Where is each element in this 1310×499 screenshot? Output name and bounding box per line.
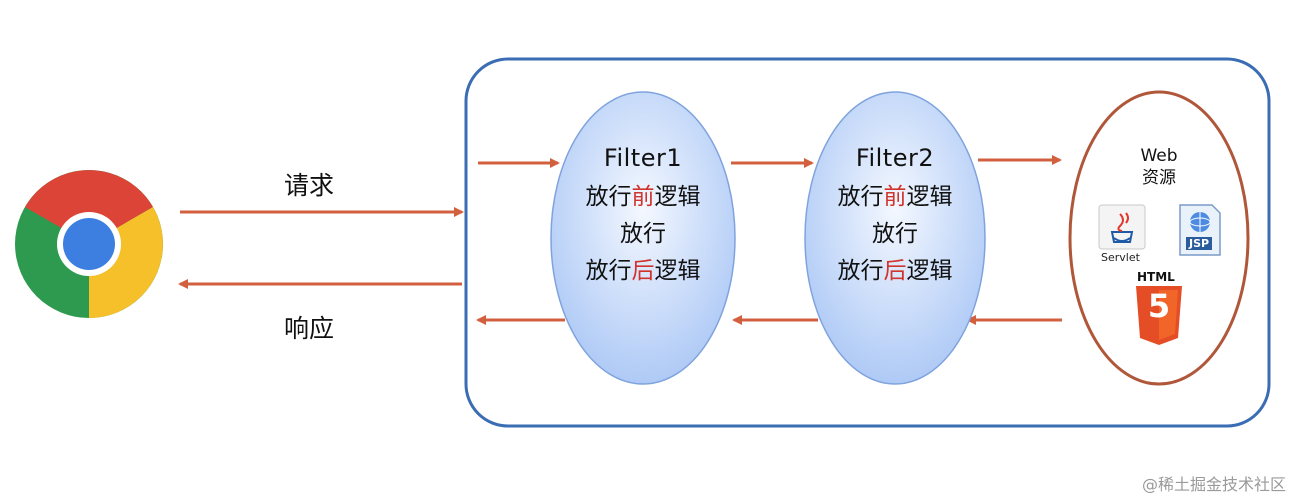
web-resource-ellipse	[1068, 90, 1250, 386]
filter2-text-group: Filter2 放行前逻辑 放行 放行后逻辑	[805, 146, 985, 283]
filter-chain-container	[464, 57, 1271, 428]
html5-icon	[1136, 286, 1182, 345]
filter2-post-logic-a: 放行	[837, 258, 884, 284]
filter1-pre-logic-b: 前	[631, 184, 655, 210]
filter2-post-logic: 放行后逻辑	[805, 260, 985, 283]
filter1-pre-logic: 放行前逻辑	[553, 186, 733, 209]
filter2-pass: 放行	[872, 221, 918, 247]
request-label: 请求	[284, 171, 335, 200]
chrome-browser-icon	[15, 170, 163, 318]
filter1-text-group: Filter1 放行前逻辑 放行 放行后逻辑	[553, 146, 733, 283]
html5-glyph: 5	[1147, 287, 1171, 325]
response-label: 响应	[284, 314, 335, 343]
web-resource-title-line2: 资源	[1142, 168, 1176, 189]
filter1-post-logic-b: 后	[631, 258, 655, 284]
watermark-text: @稀土掘金技术社区	[1142, 475, 1287, 494]
filter1-post-logic: 放行后逻辑	[553, 260, 733, 283]
servlet-caption: Servlet	[1101, 251, 1140, 264]
filter1-pass: 放行	[620, 221, 666, 247]
filter1-title: Filter1	[603, 144, 683, 172]
servlet-java-icon	[1098, 204, 1146, 250]
filter2-pre-logic-b: 前	[883, 184, 907, 210]
jsp-caption: JSP	[1186, 237, 1213, 250]
filter2-pre-logic-a: 放行	[837, 184, 884, 210]
filter2-post-logic-b: 后	[883, 258, 907, 284]
filter2-pre-logic: 放行前逻辑	[805, 186, 985, 209]
filter2-title: Filter2	[855, 144, 935, 172]
web-resource-title-line1: Web	[1140, 146, 1178, 166]
html-caption: HTML	[1137, 270, 1175, 284]
filter2-pre-logic-c: 逻辑	[906, 184, 953, 210]
filter1-pre-logic-c: 逻辑	[654, 184, 701, 210]
filter1-post-logic-a: 放行	[585, 258, 632, 284]
filter1-post-logic-c: 逻辑	[654, 258, 701, 284]
filter1-pre-logic-a: 放行	[585, 184, 632, 210]
web-resource-title: Web 资源	[1119, 145, 1199, 189]
filter2-ellipse	[804, 91, 986, 385]
filter1-ellipse	[550, 91, 736, 385]
filter2-post-logic-c: 逻辑	[906, 258, 953, 284]
